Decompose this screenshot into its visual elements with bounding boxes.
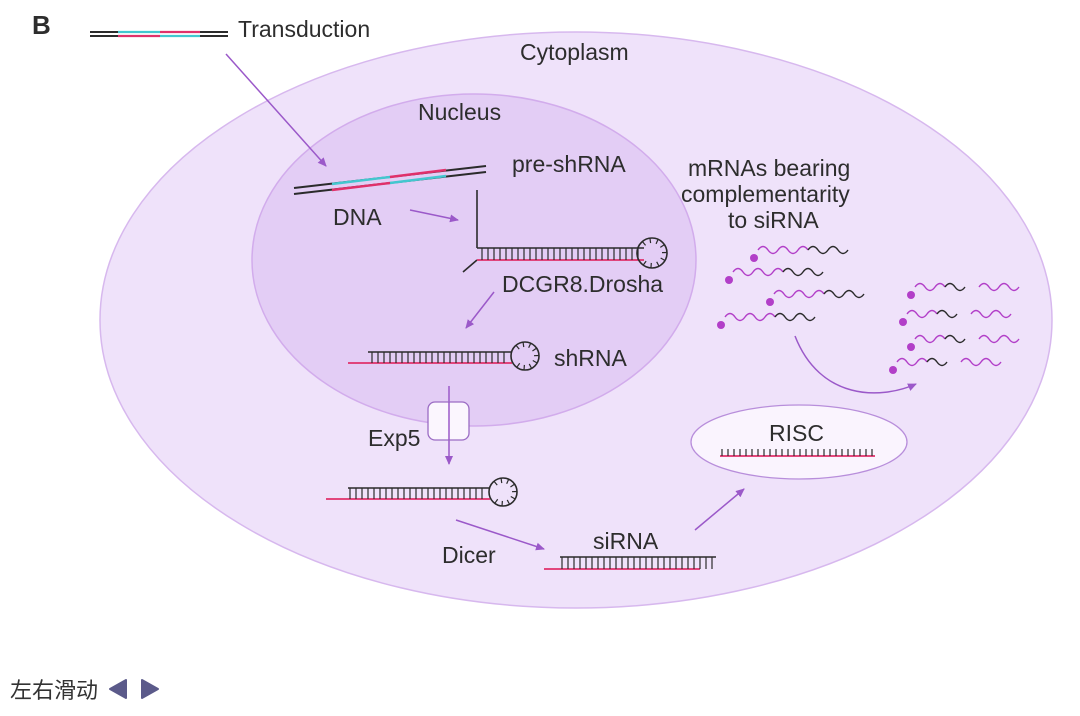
dcgr8-drosha-label: DCGR8.Drosha bbox=[502, 271, 663, 297]
transduction-vector-icon bbox=[90, 30, 228, 38]
arrow-dicer-to-sirna bbox=[455, 519, 545, 551]
dna-label: DNA bbox=[333, 204, 382, 230]
mrna-label-line3: to siRNA bbox=[728, 207, 819, 233]
arrow-dna-to-pre-shrna bbox=[409, 209, 459, 223]
risc-complex bbox=[690, 404, 908, 480]
arrow-sirna-to-risc bbox=[694, 488, 745, 531]
nucleus-region bbox=[251, 93, 697, 427]
mrna-label-line2: complementarity bbox=[681, 181, 850, 207]
risc-label: RISC bbox=[769, 420, 824, 446]
risc-guide-strand-icon bbox=[720, 449, 875, 457]
transduction-label: Transduction bbox=[238, 16, 370, 42]
arrow-transduction-to-dna bbox=[225, 53, 327, 167]
arrow-mrna-to-cleaved bbox=[794, 335, 917, 394]
exp5-label: Exp5 bbox=[368, 425, 420, 451]
panel-label: B bbox=[32, 10, 51, 40]
dicer-label: Dicer bbox=[442, 542, 496, 568]
sirna-duplex-icon bbox=[544, 556, 716, 570]
intact-mrna-group bbox=[717, 245, 865, 329]
swipe-nav: 左右滑动 bbox=[10, 672, 162, 706]
cytoplasm-label: Cytoplasm bbox=[520, 39, 629, 65]
mrna-label-line1: mRNAs bearing bbox=[688, 155, 850, 181]
pre-shrna-hairpin-icon bbox=[462, 190, 668, 273]
shrna-hairpin-icon bbox=[348, 341, 540, 371]
dna-strand-icon bbox=[293, 165, 487, 195]
triangle-right-icon[interactable] bbox=[138, 677, 162, 701]
nucleus-label: Nucleus bbox=[418, 99, 501, 125]
arrow-dcgr8-to-shrna bbox=[465, 291, 495, 329]
swipe-hint-text: 左右滑动 bbox=[10, 679, 99, 704]
cleaved-mrna-group bbox=[889, 282, 1020, 374]
shrna-label: shRNA bbox=[554, 345, 628, 371]
pre-shrna-label: pre-shRNA bbox=[512, 151, 626, 177]
triangle-left-icon[interactable] bbox=[106, 677, 130, 701]
sirna-label: siRNA bbox=[593, 528, 659, 554]
cytoplasmic-shrna-icon bbox=[326, 477, 518, 507]
